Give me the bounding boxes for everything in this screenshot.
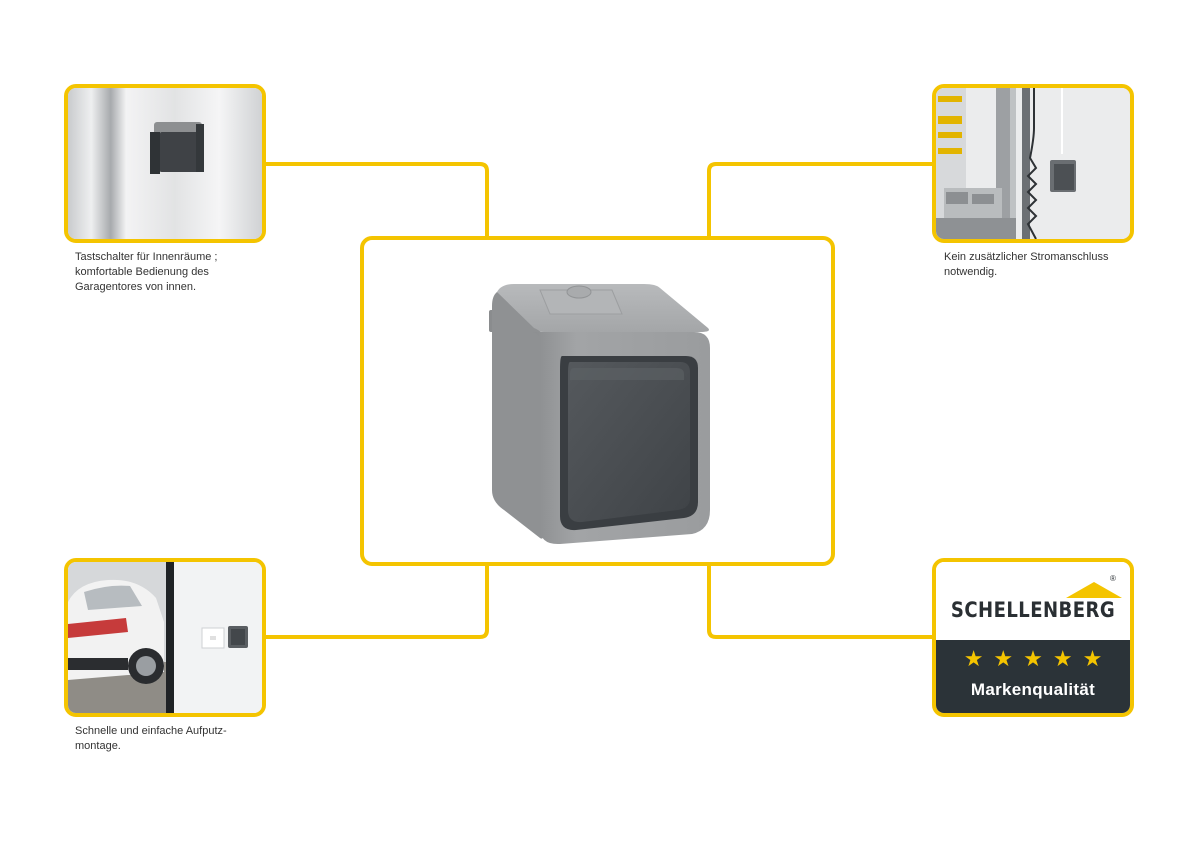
stars-rating: ★★★★★: [963, 646, 1113, 671]
garage-rail-photo: [932, 84, 1134, 243]
caption-line: komfortable Bedienung des: [75, 266, 209, 278]
connector-bottom-left: [266, 564, 489, 639]
roof-icon: [1066, 582, 1122, 598]
connector-top-left: [266, 162, 489, 238]
caption-mounting: Schnelle und einfache Aufputz- montage.: [75, 724, 265, 754]
product-frame: [360, 236, 835, 566]
connector-top-right: [707, 162, 932, 238]
car-garage-photo: [64, 558, 266, 717]
brand-name: SCHELLENBERG: [950, 598, 1116, 622]
connector-bottom-right: [707, 564, 932, 639]
registered-mark: ®: [1110, 574, 1116, 583]
product-image: [489, 284, 710, 545]
caption-line: Kein zusätzlicher Stromanschluss: [944, 251, 1109, 263]
caption-indoor-switch: Tastschalter für Innenräume ; komfortabl…: [75, 250, 265, 295]
quality-slogan: Markenqualität: [970, 680, 1096, 699]
brand-quality-badge: ® SCHELLENBERG ★★★★★ Markenqualität: [932, 558, 1134, 717]
caption-line: montage.: [75, 740, 121, 752]
quality-panel: ★★★★★ Markenqualität: [936, 640, 1130, 713]
caption-line: Garagentores von innen.: [75, 281, 197, 293]
caption-line: notwendig.: [944, 266, 998, 278]
brand-logo: ® SCHELLENBERG: [936, 562, 1130, 640]
caption-no-power: Kein zusätzlicher Stromanschluss notwend…: [944, 250, 1134, 280]
indoor-switch-photo: [64, 84, 266, 243]
caption-line: Tastschalter für Innenräume ;: [75, 251, 218, 263]
caption-line: Schnelle und einfache Aufputz-: [75, 725, 227, 737]
